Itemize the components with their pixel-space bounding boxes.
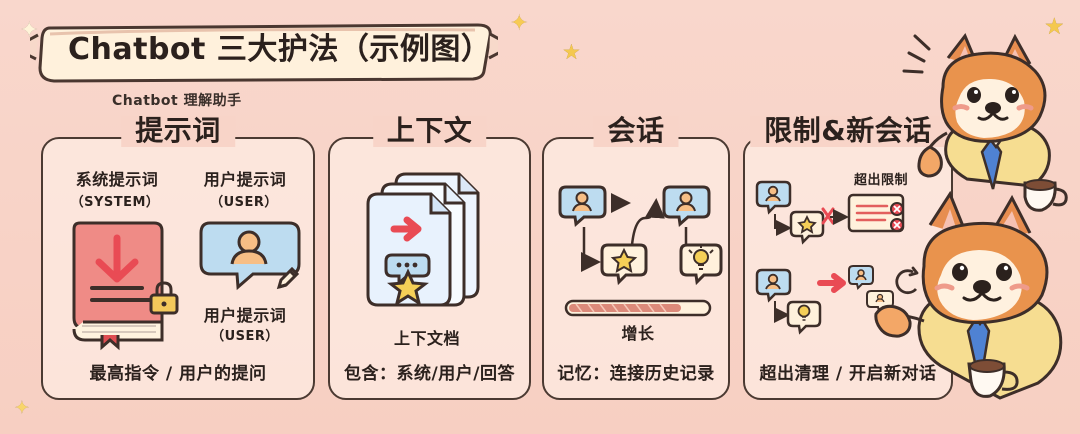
sparkle-icon: ✦: [14, 397, 30, 419]
session-panel: 会话: [542, 115, 730, 400]
star-chat-icon: [789, 210, 825, 245]
system-prompt-subtitle: （SYSTEM）: [70, 195, 160, 210]
session-panel-title: 会话: [593, 115, 679, 147]
refresh-icon: [895, 266, 919, 295]
star-icon: ★: [562, 40, 581, 64]
user-chat-icon: [662, 185, 711, 227]
star-chat-icon: [600, 243, 648, 286]
page-title: Chatbot 三大护法（示例图）: [68, 32, 492, 67]
user-prompt-subtitle-bottom: （USER）: [211, 329, 279, 344]
growth-progress-bar: [564, 299, 712, 317]
user-chat-icon: [755, 268, 792, 303]
limit-panel: 限制&新会话 超出限制: [743, 115, 953, 400]
prompt-panel-title: 提示词: [121, 115, 235, 147]
session-footer: 记忆：连接历史记录: [557, 364, 715, 384]
limit-footer: 超出清理 / 开启新对话: [759, 364, 937, 384]
context-footer: 包含：系统/用户/回答: [344, 364, 515, 384]
user-bubble-icon: [198, 219, 304, 291]
limit-label: 超出限制: [853, 173, 908, 188]
growth-label: 增长: [621, 324, 655, 343]
context-document-label: 上下文档: [393, 329, 460, 348]
system-prompt-label: 系统提示词: [75, 170, 159, 189]
limit-document-icon: [847, 193, 905, 233]
user-chat-icon: [558, 185, 607, 227]
shiba-dog-icon: [902, 33, 1074, 224]
user-chat-icon: [755, 180, 792, 215]
title-ribbon-shape: [30, 23, 498, 83]
title-banner: Chatbot 三大护法（示例图）: [30, 18, 498, 86]
pencil-icon: [273, 265, 301, 293]
book-icon: [68, 216, 166, 351]
shiba-dog-icon: [874, 188, 1080, 428]
limit-flow-diagram: [755, 179, 925, 339]
prompt-panel: 提示词 系统提示词 （SYSTEM） 用户提示词 （USER）: [41, 115, 315, 400]
cross-icon: [821, 207, 835, 225]
page-subtitle: Chatbot 理解助手: [112, 93, 242, 109]
idea-chat-icon: [679, 243, 723, 286]
user-prompt-label-top: 用户提示词: [203, 170, 287, 189]
lock-icon: [147, 280, 181, 316]
star-icon: ★: [1044, 14, 1065, 40]
limit-panel-title: 限制&新会话: [750, 115, 946, 147]
user-prompt-label-bottom: 用户提示词: [203, 306, 287, 325]
stacked-documents-icon: [366, 169, 488, 307]
idea-chat-icon: [786, 300, 822, 335]
user-prompt-subtitle-top: （USER）: [210, 195, 278, 210]
context-panel-title: 上下文: [372, 115, 487, 147]
context-panel: 上下文 上下文档 包含：系统/用户/回答: [328, 115, 531, 400]
session-flow-diagram: [558, 183, 723, 309]
prompt-footer: 最高指令 / 用户的提问: [89, 364, 267, 384]
sparkle-icon: ✦: [510, 11, 529, 36]
